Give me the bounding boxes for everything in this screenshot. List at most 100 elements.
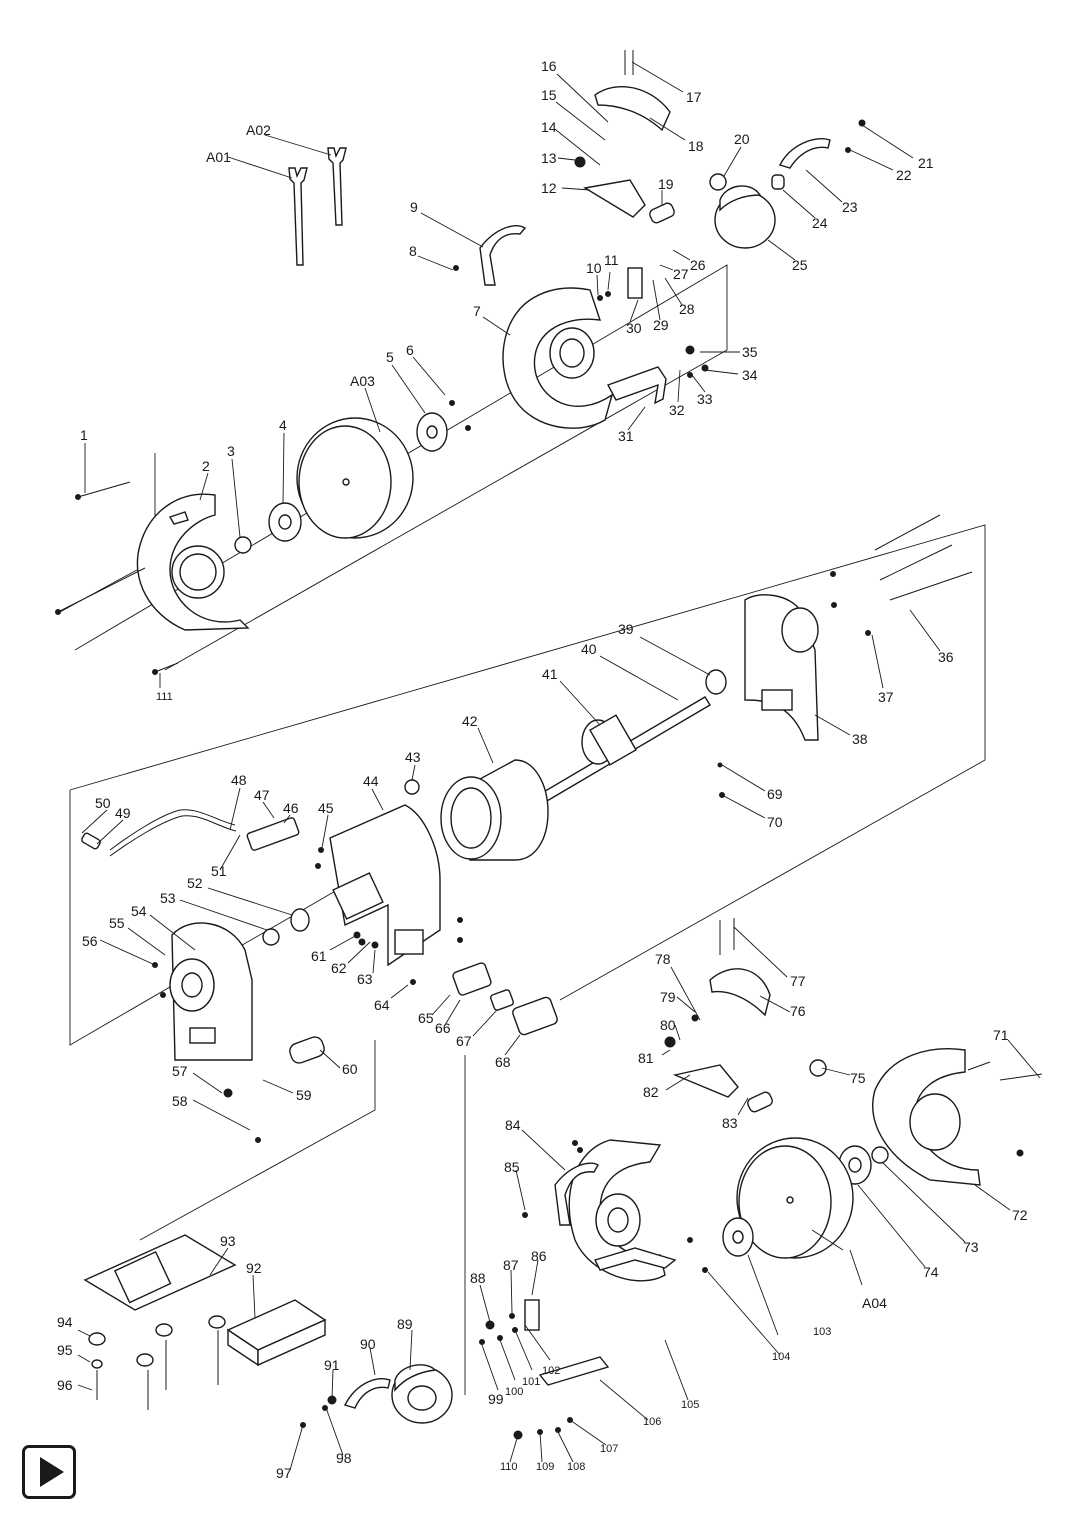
label-47: 47 [254,787,270,803]
deflector-clamp [771,174,785,190]
label-93: 93 [220,1233,236,1249]
label-A02: A02 [246,122,271,138]
label-88: 88 [470,1270,486,1286]
lamp-holder [649,202,675,224]
label-110: 110 [500,1461,518,1473]
label-107: 107 [600,1443,618,1455]
part-number-labels: A01 A02 A03 A04 1 2 3 4 5 6 7 8 9 10 11 … [57,58,1028,1481]
label-81: 81 [638,1050,654,1066]
label-91: 91 [324,1357,340,1373]
label-97: 97 [276,1465,292,1481]
leader-lines [77,61,1041,1471]
label-63: 63 [357,971,373,987]
label-34: 34 [742,367,758,383]
label-98: 98 [336,1450,352,1466]
label-18: 18 [688,138,704,154]
label-70: 70 [767,814,783,830]
label-96: 96 [57,1377,73,1393]
label-58: 58 [172,1093,188,1109]
label-50: 50 [95,795,111,811]
wrench-a01 [288,167,308,266]
shaft-nut [404,779,420,795]
label-73: 73 [963,1239,979,1255]
label-31: 31 [618,428,634,444]
label-26: 26 [690,257,706,273]
bearing [705,669,727,695]
left-end-cover [169,922,253,1061]
label-46: 46 [283,800,299,816]
label-52: 52 [187,875,203,891]
deflector-arm [779,138,831,169]
label-61: 61 [311,948,327,964]
label-39: 39 [618,621,634,637]
label-74: 74 [923,1264,939,1280]
label-5: 5 [386,349,394,365]
label-24: 24 [812,215,828,231]
tool-rest-bracket-right [524,1299,540,1331]
label-43: 43 [405,749,421,765]
shield-bracket-right [672,1064,739,1098]
capacitor [289,1036,325,1064]
label-104: 104 [772,1351,790,1363]
label-76: 76 [790,1003,806,1019]
label-19: 19 [658,176,674,192]
label-55: 55 [109,915,125,931]
label-45: 45 [318,800,334,816]
label-101: 101 [522,1376,540,1388]
label-75: 75 [850,1070,866,1086]
label-12: 12 [541,180,557,196]
label-102: 102 [542,1365,560,1377]
flange-right-inner [722,1217,754,1257]
label-6: 6 [406,342,414,358]
label-99: 99 [488,1391,504,1407]
switch-frame [452,962,492,996]
label-95: 95 [57,1342,73,1358]
label-84: 84 [505,1117,521,1133]
label-90: 90 [360,1336,376,1352]
bulb [709,173,727,191]
motor-housing [329,804,441,967]
inner-wheel-guard [502,287,614,429]
play-triangle-icon [40,1457,64,1487]
label-71: 71 [993,1027,1009,1043]
play-button[interactable] [22,1445,76,1499]
adjust-plate [538,1356,610,1386]
label-72: 72 [1012,1207,1028,1223]
fasteners [55,50,1043,1440]
plug [81,832,101,850]
label-14: 14 [541,119,557,135]
inner-guard-right [568,1139,666,1282]
rotor-shaft [529,696,711,809]
label-89: 89 [397,1316,413,1332]
label-48: 48 [231,772,247,788]
switch-plate [246,817,300,851]
label-40: 40 [581,641,597,657]
label-78: 78 [655,951,671,967]
label-87: 87 [503,1257,519,1273]
label-69: 69 [767,786,783,802]
label-77: 77 [790,973,806,989]
label-3: 3 [227,443,235,459]
label-103: 103 [813,1326,831,1338]
label-20: 20 [734,131,750,147]
label-25: 25 [792,257,808,273]
label-A01: A01 [206,149,231,165]
label-29: 29 [653,317,669,333]
stator [440,759,549,861]
spark-deflector [714,185,776,249]
deflector-arm-right [344,1378,391,1409]
label-33: 33 [697,391,713,407]
label-80: 80 [660,1017,676,1033]
eye-shield-right [709,968,771,1017]
right-wheel-guard [872,1048,981,1186]
label-57: 57 [172,1063,188,1079]
label-15: 15 [541,87,557,103]
label-23: 23 [842,199,858,215]
label-51: 51 [211,863,227,879]
label-82: 82 [643,1084,659,1100]
guard-bracket-right [554,1162,599,1226]
label-1: 1 [80,427,88,443]
label-8: 8 [409,243,417,259]
label-94: 94 [57,1314,73,1330]
label-67: 67 [456,1033,472,1049]
